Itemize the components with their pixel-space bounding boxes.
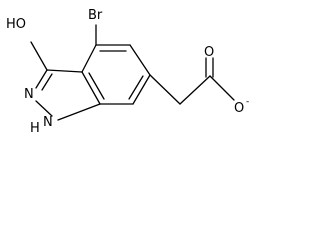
bromine-label: Br (88, 8, 103, 23)
pyrazole-ring (35, 69, 101, 121)
hydroxyl-label: HO (6, 17, 26, 32)
pyrazole-n-label: N (24, 87, 34, 102)
double-bond-c7a-c3a (88, 72, 105, 100)
bond-c-o-minus (209, 75, 235, 101)
carboxylate-o-label: O (234, 101, 244, 116)
bond-c6-c7 (132, 74, 151, 105)
double-bond-c3-n2-inner (41, 73, 53, 91)
bond-c5-c6 (129, 44, 151, 76)
bond-ch2-c (179, 75, 211, 105)
bond-c3-oh (30, 41, 48, 71)
bond-c3a-c3 (46, 69, 83, 73)
double-bond-c6-c7 (128, 75, 144, 100)
benzene-ring (81, 44, 151, 105)
bond-c7a-c3a (81, 71, 101, 105)
double-bond-c3-n2-outer (35, 69, 48, 89)
bond-n2-n1 (35, 100, 53, 117)
pyrazole-nh-n-label: N (43, 115, 53, 130)
bond-n1-c7a (57, 103, 101, 121)
molecule-structure: HO Br N H N O O - (6, 8, 249, 136)
carbonyl-o-label: O (204, 45, 214, 60)
bond-c6-ch2 (149, 74, 181, 105)
bond-c3a-c4 (81, 44, 97, 73)
carboxylate-charge-label: - (246, 97, 249, 107)
pyrazole-nh-h-label: H (30, 121, 40, 136)
